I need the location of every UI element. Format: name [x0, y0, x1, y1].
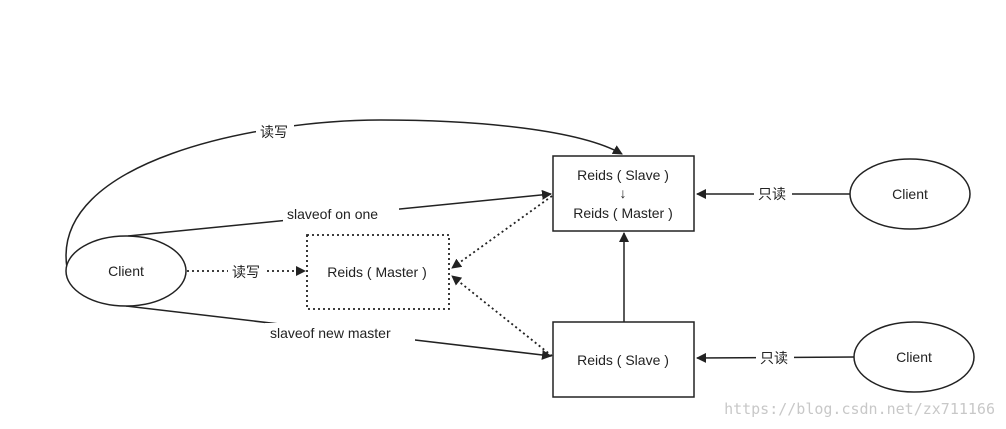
node-client-bottom-right: Client: [853, 321, 975, 393]
node-slave-bottom: Reids ( Slave ): [552, 321, 695, 398]
label-read-only-top: 只读: [758, 186, 786, 202]
label-read-only-bottom: 只读: [760, 350, 788, 366]
client-top-right-label: Client: [892, 186, 928, 202]
node-client-left: Client: [65, 235, 187, 307]
promoted-slave-line1: Reids ( Slave ): [577, 167, 669, 183]
client-left-label: Client: [108, 263, 144, 279]
label-slaveof-on-one: slaveof on one: [287, 206, 378, 222]
promoted-slave-line2: Reids ( Master ): [573, 205, 673, 221]
node-old-master: Reids ( Master ): [306, 234, 450, 310]
slave-bottom-label: Reids ( Slave ): [577, 352, 669, 368]
edge-read-write-curve: [65, 119, 623, 269]
edge-dotted-slave-to-master: [451, 275, 553, 357]
client-bottom-right-label: Client: [896, 349, 932, 365]
label-read-write-curve: 读写: [260, 124, 288, 140]
label-slaveof-new-master: slaveof new master: [270, 325, 391, 341]
node-promoted-slave: Reids ( Slave ) ↓ Reids ( Master ): [552, 155, 695, 232]
edge-dotted-promoted-to-master: [451, 195, 553, 269]
watermark-text: https://blog.csdn.net/zx711166: [724, 400, 995, 418]
label-read-write-dotted: 读写: [232, 264, 260, 280]
node-client-top-right: Client: [849, 158, 971, 230]
promoted-arrow-glyph: ↓: [620, 185, 627, 201]
old-master-label: Reids ( Master ): [327, 264, 427, 280]
